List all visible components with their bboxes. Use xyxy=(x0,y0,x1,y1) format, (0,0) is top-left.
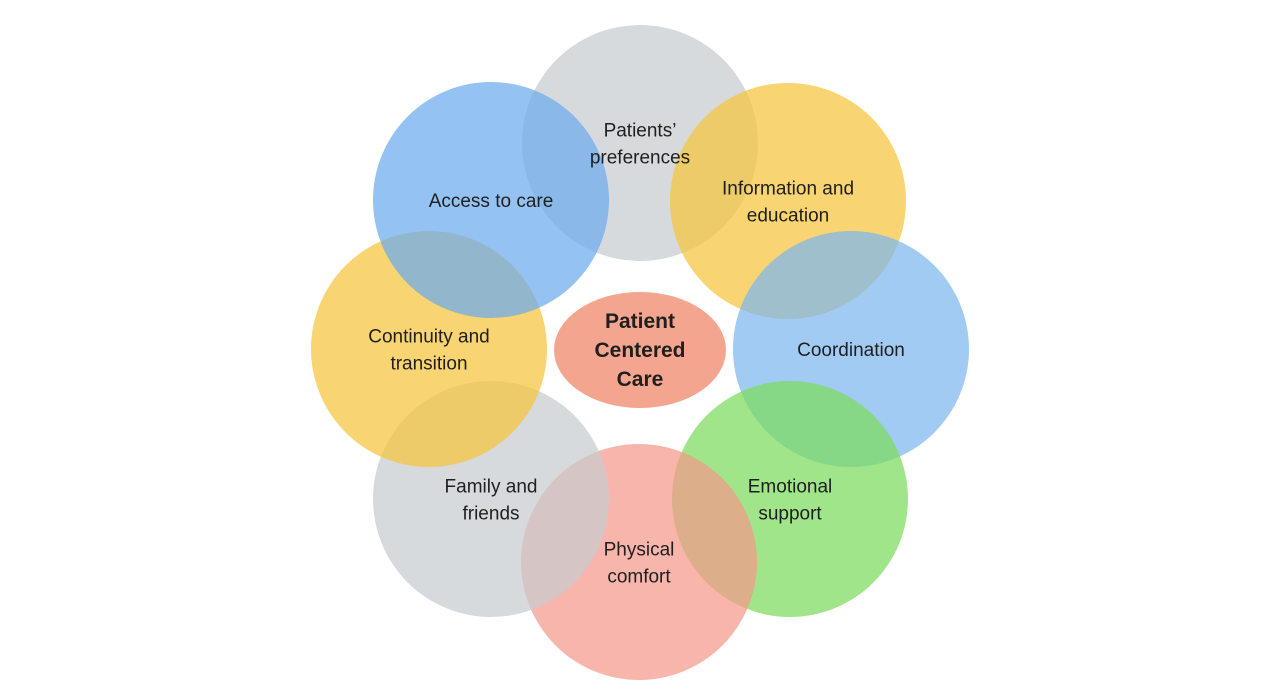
center-label-line: Care xyxy=(617,368,664,391)
center-label-line: Patient xyxy=(605,310,675,333)
emotional-support-label-line: Emotional xyxy=(748,477,833,498)
information-and-education-label-line: education xyxy=(747,206,829,227)
center-label-line: Centered xyxy=(594,339,685,362)
physical-comfort-label-line: comfort xyxy=(607,567,671,588)
continuity-and-transition-label-line: transition xyxy=(390,354,467,375)
patients-preferences-label-line: preferences xyxy=(590,148,690,169)
emotional-support-label-line: support xyxy=(758,504,822,525)
family-and-friends-label-line: Family and xyxy=(445,477,538,498)
physical-comfort-label-line: Physical xyxy=(604,540,675,561)
access-to-care-circle xyxy=(373,82,609,318)
circles-layer xyxy=(311,25,969,680)
family-and-friends-label-line: friends xyxy=(462,504,519,525)
continuity-and-transition-label-line: Continuity and xyxy=(368,327,489,348)
patients-preferences-label-line: Patients’ xyxy=(604,121,677,142)
access-to-care-label-line: Access to care xyxy=(429,191,554,212)
coordination-label-line: Coordination xyxy=(797,340,905,361)
information-and-education-label-line: Information and xyxy=(722,179,854,200)
center-ellipse xyxy=(554,292,726,408)
